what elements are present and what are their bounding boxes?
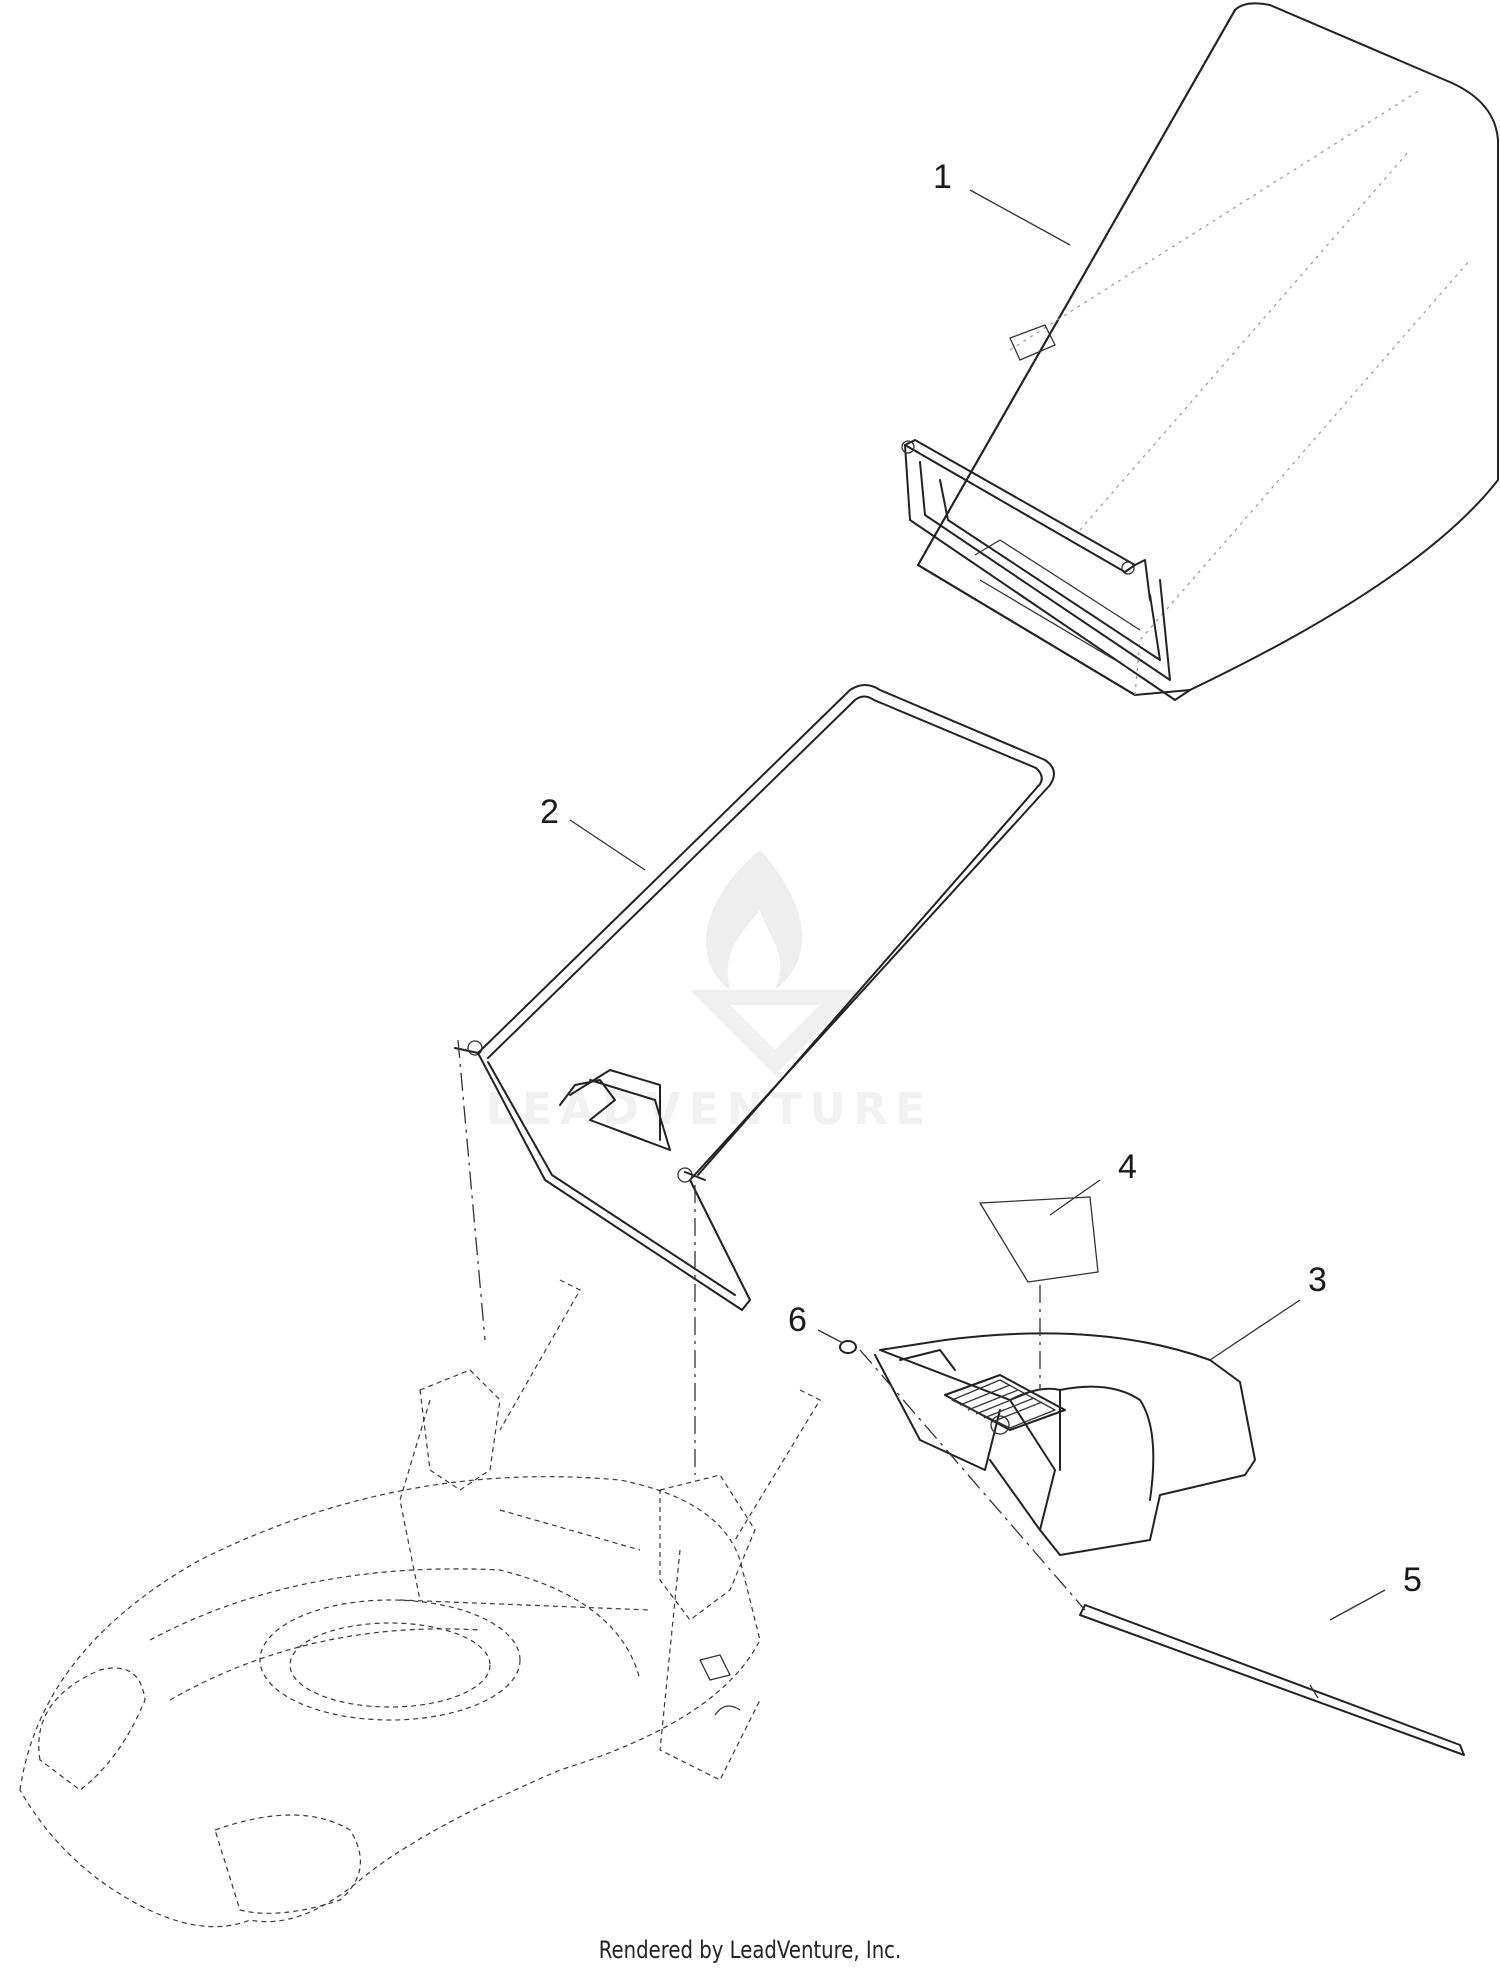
hinge-rod [1079, 1604, 1465, 1756]
leader-2 [569, 819, 646, 871]
callout-2[interactable]: 2 [540, 793, 559, 831]
callout-4[interactable]: 4 [1118, 1148, 1137, 1186]
washer [839, 1340, 857, 1354]
mower-deck-outline [19, 1279, 821, 1928]
discharge-chute [874, 1332, 1256, 1556]
leader-4 [1049, 1179, 1101, 1216]
leader-1 [969, 189, 1071, 246]
bag-frame [454, 684, 1055, 1311]
leader-6 [817, 1329, 844, 1344]
callout-3[interactable]: 3 [1308, 1261, 1327, 1299]
leader-3 [1209, 1299, 1301, 1361]
decal [979, 1196, 1099, 1283]
callout-5[interactable]: 5 [1403, 1561, 1422, 1599]
leader-5 [1329, 1589, 1386, 1621]
callout-1[interactable]: 1 [933, 158, 952, 196]
assembly-lines [457, 1039, 1086, 1611]
leader-lines [569, 189, 1386, 1621]
footer-credit: Rendered by LeadVenture, Inc. [598, 1936, 902, 1964]
watermark-text: LEADVENTURE [486, 1084, 934, 1135]
grass-bag [901, 2, 1499, 701]
callout-6[interactable]: 6 [788, 1301, 807, 1339]
